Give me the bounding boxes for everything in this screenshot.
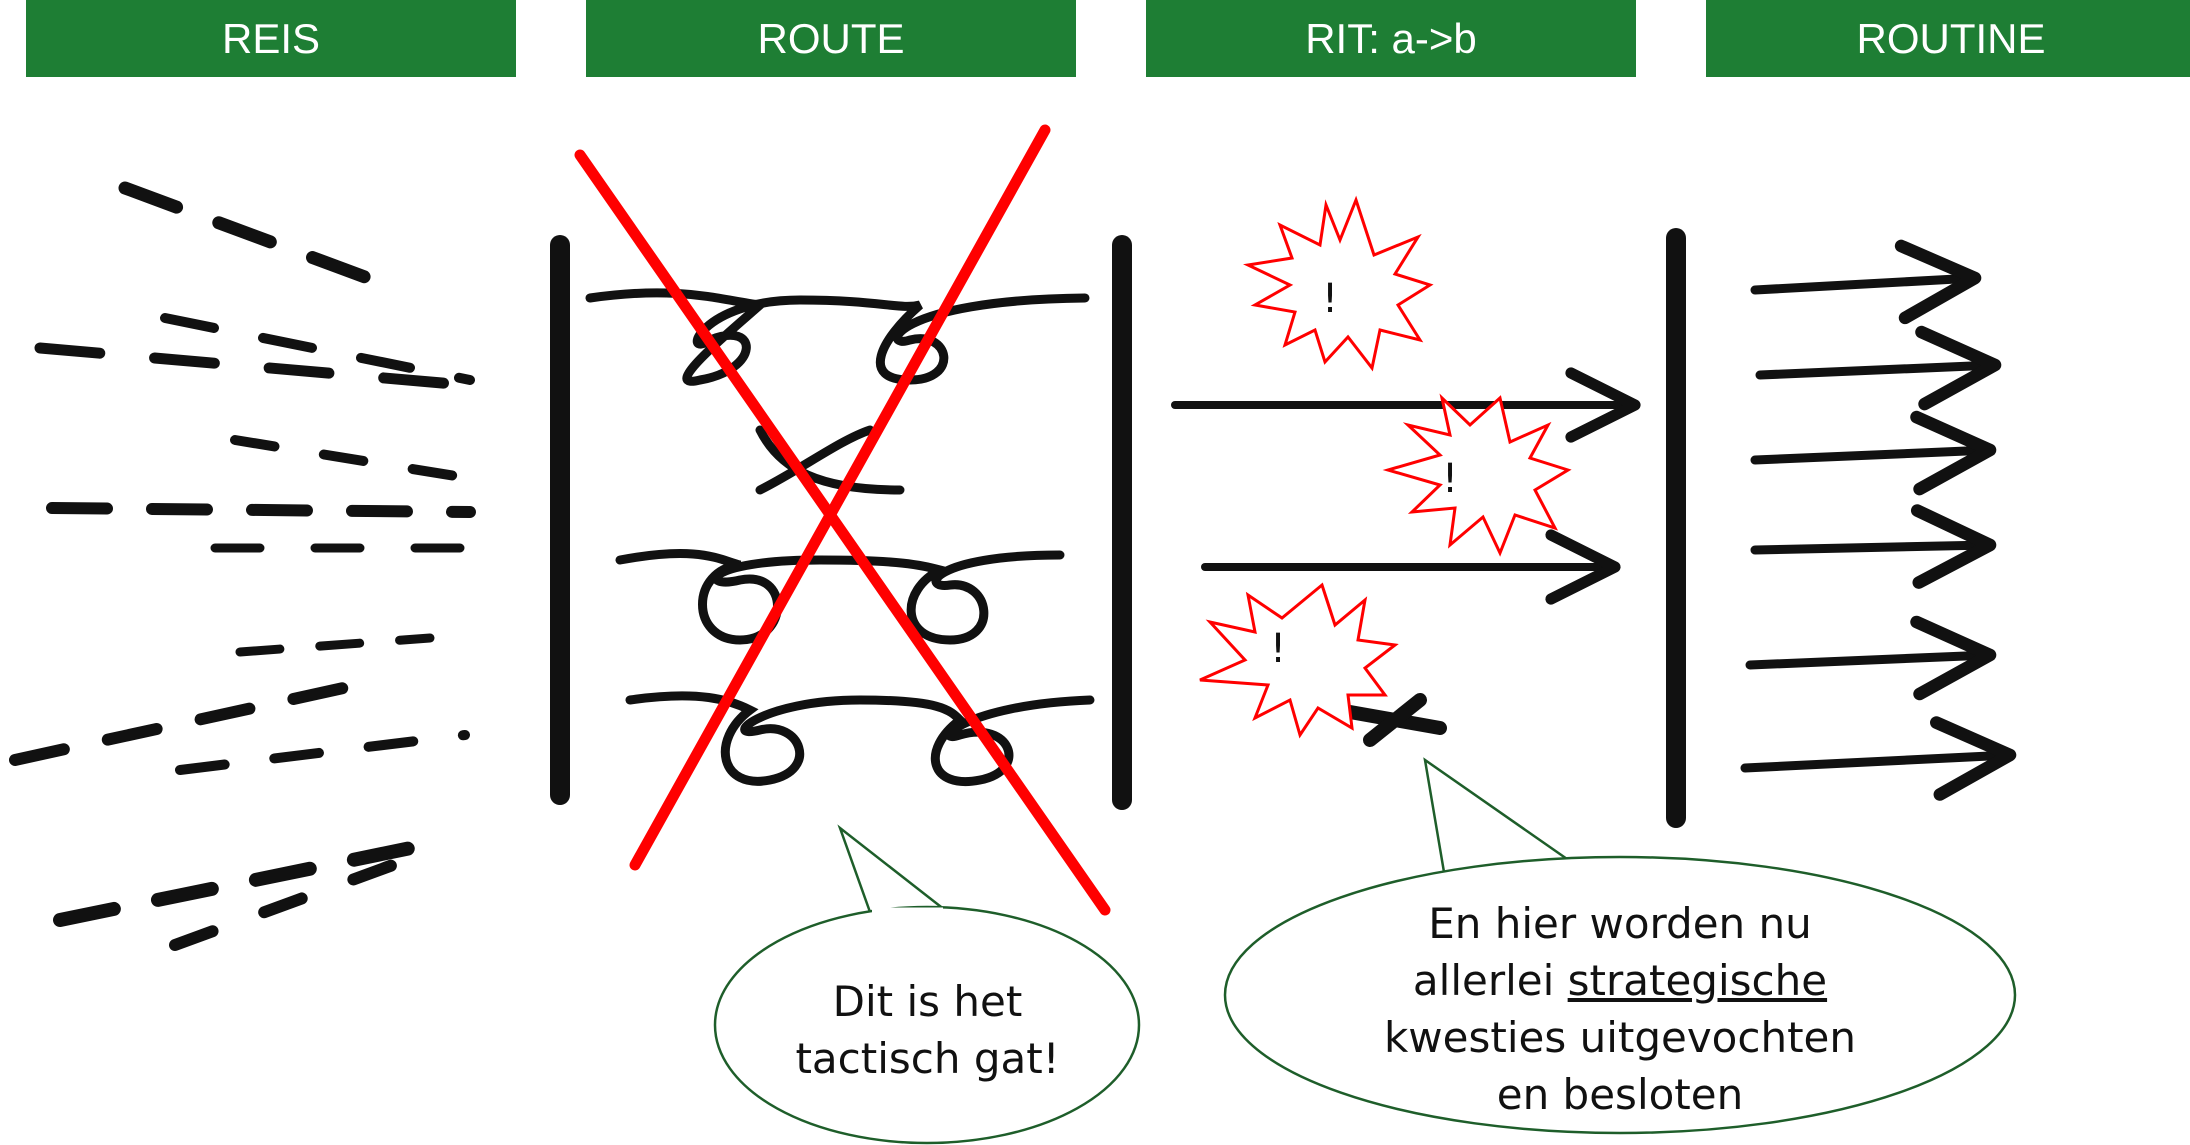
bubble-left-line: tactisch gat!: [795, 1034, 1060, 1083]
header-route: ROUTE: [586, 0, 1076, 77]
bubble-right-underlined-word: strategische: [1567, 956, 1828, 1005]
speech-bubble-right: [1223, 757, 2017, 1135]
vertical-dividers: [550, 228, 1686, 828]
bubble-right-line: En hier worden nu: [1428, 899, 1812, 948]
speech-bubble-left: [713, 824, 1141, 1145]
red-cross: [574, 124, 1111, 916]
svg-text:!: !: [1322, 276, 1338, 322]
burst-icon: !: [1382, 393, 1572, 557]
header-rit: RIT: a->b: [1146, 0, 1636, 77]
bubble-right-line: en besloten: [1496, 1070, 1744, 1119]
bubble-right-line2-pre: allerlei: [1412, 956, 1568, 1005]
tangled-lines: [585, 288, 1095, 786]
bubble-right-text: En hier worden nu allerlei strategische …: [1290, 895, 1950, 1123]
rit-arrows: [1171, 367, 1641, 605]
scattered-dashes: [9, 181, 485, 951]
bubble-right-line: kwesties uitgevochten: [1383, 1013, 1857, 1062]
burst-icon: !: [1199, 582, 1399, 739]
header-routine: ROUTINE: [1706, 0, 2190, 77]
bubble-left-line: Dit is het: [832, 977, 1023, 1026]
burst-icon: !: [1242, 195, 1434, 372]
header-reis: REIS: [26, 0, 516, 77]
bubble-left-text: Dit is het tactisch gat!: [755, 973, 1100, 1087]
bubble-right-line: allerlei strategische: [1290, 952, 1950, 1009]
dead-end-cross-icon: [1343, 693, 1447, 747]
svg-text:!: !: [1270, 626, 1286, 672]
routine-arrows: [1740, 239, 2017, 801]
svg-text:!: !: [1442, 456, 1458, 502]
